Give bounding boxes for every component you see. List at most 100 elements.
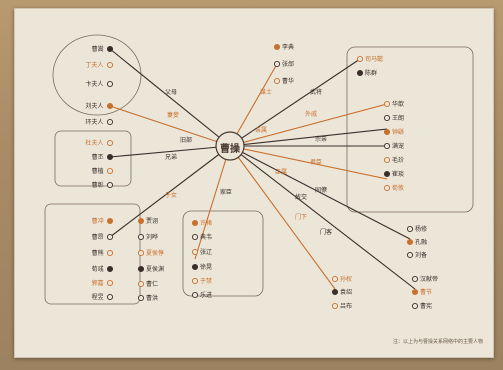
edge-label: 家臣 xyxy=(220,189,233,196)
person-node xyxy=(383,170,391,178)
edge-label: 子女 xyxy=(165,192,178,199)
edge-label: 兄弟 xyxy=(165,154,178,161)
relation-spoke xyxy=(229,145,388,180)
person-node xyxy=(106,293,114,301)
person-label: 曹冲 xyxy=(91,217,104,225)
person-node xyxy=(331,302,339,310)
person-label: 典韦 xyxy=(200,233,213,241)
person-node xyxy=(137,233,145,241)
person-node xyxy=(106,233,114,241)
edge-label: 亲属 xyxy=(255,127,268,134)
person-label: 丁夫人 xyxy=(85,61,104,69)
person-label: 荀攸 xyxy=(392,184,405,192)
person-node xyxy=(106,45,114,53)
person-label: 孙权 xyxy=(340,275,353,283)
person-node xyxy=(137,265,145,273)
center-node-label: 曹操 xyxy=(220,144,240,155)
person-node xyxy=(273,77,281,85)
edge-label: 武将 xyxy=(310,89,323,96)
person-label: 程昱 xyxy=(91,293,104,301)
person-node xyxy=(383,142,391,150)
person-node xyxy=(191,233,199,241)
person-node xyxy=(137,280,145,288)
person-label: 刘备 xyxy=(415,251,428,259)
person-label: 张郃 xyxy=(282,60,295,68)
relation-spoke xyxy=(229,58,361,147)
person-node xyxy=(191,219,199,227)
person-label: 吕布 xyxy=(340,302,353,310)
edge-label: 外戚 xyxy=(305,111,318,118)
person-label: 卞夫人 xyxy=(85,80,104,88)
edge-label: 故交 xyxy=(295,194,308,201)
person-node xyxy=(411,302,419,310)
person-node xyxy=(406,238,414,246)
person-node xyxy=(406,225,414,233)
person-label: 许褚 xyxy=(200,219,213,227)
person-node xyxy=(106,217,114,225)
person-node xyxy=(106,102,114,110)
person-node xyxy=(106,61,114,69)
person-node xyxy=(383,100,391,108)
person-node xyxy=(356,55,364,63)
person-label: 司马懿 xyxy=(365,55,384,63)
person-label: 杨修 xyxy=(415,225,428,233)
person-label: 曹华 xyxy=(282,77,295,85)
edge-label: 父母 xyxy=(165,89,178,96)
person-node xyxy=(383,114,391,122)
person-node xyxy=(106,181,114,189)
relation-spoke xyxy=(229,145,411,240)
relation-spoke xyxy=(109,48,231,147)
person-label: 陈群 xyxy=(365,69,378,77)
edge-label: 君臣 xyxy=(310,159,323,166)
person-node xyxy=(106,80,114,88)
person-label: 李典 xyxy=(282,43,295,51)
edge-label: 宗亲 xyxy=(315,136,328,143)
person-label: 曹丕 xyxy=(91,153,104,161)
person-label: 曹熊 xyxy=(91,249,104,257)
person-label: 曹彰 xyxy=(91,181,104,189)
person-node xyxy=(106,118,114,126)
edge-label: 门客 xyxy=(320,229,333,236)
person-node xyxy=(383,128,391,136)
person-label: 徐晃 xyxy=(200,263,213,271)
person-label: 崔琰 xyxy=(392,170,405,178)
person-node xyxy=(106,167,114,175)
person-node xyxy=(191,291,199,299)
relationship-board: 曹操 注：以上为与曹操关系网络中的主要人物 父母妻妾兄弟子女家臣谋士武将外戚宗亲… xyxy=(14,8,494,358)
person-label: 刘晔 xyxy=(146,233,159,241)
person-node xyxy=(411,275,419,283)
person-label: 环夫人 xyxy=(85,118,104,126)
person-node xyxy=(106,139,114,147)
person-node xyxy=(331,288,339,296)
person-node xyxy=(273,60,281,68)
relation-spoke xyxy=(194,145,231,260)
person-node xyxy=(331,275,339,283)
person-node xyxy=(191,248,199,256)
relationship-diagram xyxy=(44,34,474,310)
person-node xyxy=(137,294,145,302)
edge-label: 同僚 xyxy=(315,187,328,194)
person-label: 曹嵩 xyxy=(91,45,104,53)
person-node xyxy=(406,251,414,259)
person-node xyxy=(383,184,391,192)
person-label: 张辽 xyxy=(200,248,213,256)
person-label: 曹植 xyxy=(91,167,104,175)
person-label: 王朗 xyxy=(392,114,405,122)
center-node xyxy=(215,131,245,161)
person-node xyxy=(106,279,114,287)
relation-spoke xyxy=(109,145,231,238)
person-label: 汉献帝 xyxy=(420,275,439,283)
person-node xyxy=(106,265,114,273)
person-node xyxy=(383,156,391,164)
relation-spoke xyxy=(229,145,336,290)
person-node xyxy=(356,69,364,77)
edge-label: 门下 xyxy=(295,214,308,221)
person-label: 贾诩 xyxy=(146,217,159,225)
edge-label: 妻妾 xyxy=(167,112,180,119)
person-node xyxy=(106,153,114,161)
person-label: 曹仁 xyxy=(146,280,159,288)
relation-spoke xyxy=(109,105,231,147)
person-label: 袁绍 xyxy=(340,288,353,296)
person-label: 夏侯渊 xyxy=(146,265,165,273)
person-label: 荀彧 xyxy=(91,265,104,273)
